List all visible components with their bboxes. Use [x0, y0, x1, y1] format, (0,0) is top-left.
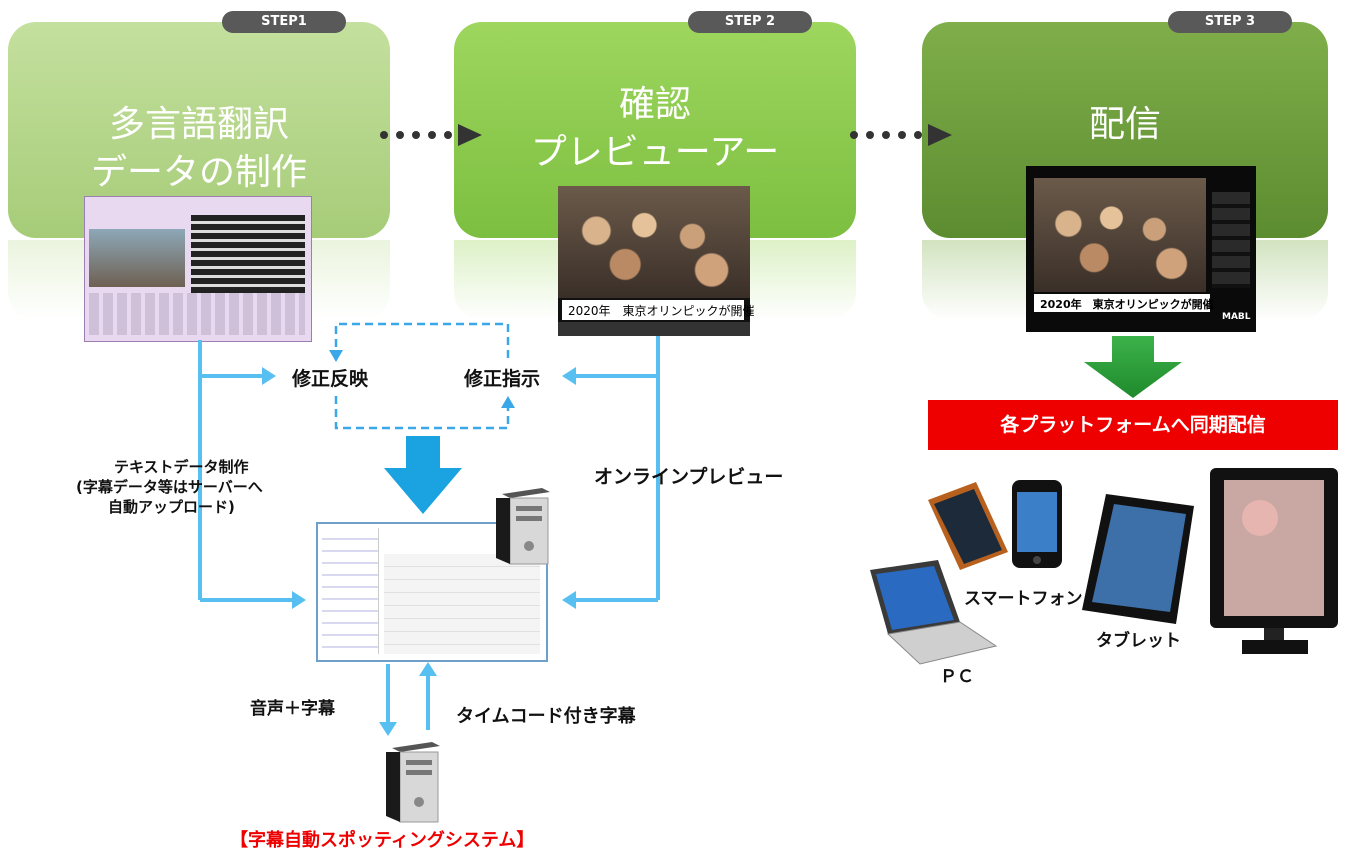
step2-title-line2: プレビューアー	[530, 132, 780, 173]
fix-reflect-label: 修正反映	[292, 368, 369, 390]
orange-phone-icon	[928, 482, 1008, 570]
video-thumb	[89, 229, 185, 287]
dotted-arrow-2-icon	[850, 124, 952, 146]
step2-title-line1: 確認	[618, 84, 691, 125]
online-preview-label: オンラインプレビュー	[594, 466, 784, 488]
sync-delivery-bar: 各プラットフォームへ同期配信	[928, 400, 1338, 450]
step2-box: 確認 プレビューアー	[454, 22, 856, 238]
subtitle-list	[191, 215, 305, 299]
text-data-line1: テキストデータ制作	[114, 458, 249, 476]
control-area	[89, 293, 305, 335]
fix-instruct-label: 修正指示	[464, 368, 541, 390]
monitor-icon	[1210, 468, 1338, 654]
green-down-arrow-icon	[1084, 336, 1182, 398]
pc-label: ＰＣ	[940, 667, 974, 687]
smartphone-label: スマートフォン	[964, 589, 1083, 609]
tablet-icon	[1082, 494, 1194, 624]
dotted-arrow-1-icon	[380, 124, 482, 146]
auto-spotting-label: 【字幕自動スポッティングシステム】	[230, 830, 535, 851]
translation-software-screenshot	[84, 196, 312, 342]
delivery-caption: 2020年 東京オリンピックが開催	[1034, 294, 1214, 312]
step2-badge: STEP 2	[688, 11, 812, 33]
iphone-icon	[1012, 480, 1062, 568]
step1-title-line2: データの制作	[90, 152, 307, 193]
timecode-subs-label: タイムコード付き字幕	[456, 706, 636, 727]
web-table	[384, 554, 540, 654]
tablet-label: タブレット	[1096, 631, 1181, 651]
web-management-screen	[316, 522, 548, 662]
server-top-icon	[496, 488, 550, 565]
step1-badge: STEP1	[222, 11, 346, 33]
step1-title-line1: 多言語翻訳	[108, 104, 289, 145]
laptop-icon	[870, 560, 998, 665]
player-controls	[558, 322, 750, 336]
language-menu	[1212, 192, 1250, 288]
server-bottom-icon	[386, 742, 440, 823]
crowd-image	[558, 186, 750, 298]
step3-badge: STEP 3	[1168, 11, 1292, 33]
text-data-line3: 自動アップロード)	[108, 498, 235, 516]
audio-subs-label: 音声＋字幕	[250, 699, 335, 719]
preview-caption: 2020年 東京オリンピックが開催	[562, 300, 755, 320]
web-sidebar	[322, 528, 379, 654]
step3-title-line1: 配信	[1088, 104, 1161, 145]
delivery-brand: MABL	[1222, 312, 1251, 322]
preview-video: 2020年 東京オリンピックが開催	[558, 186, 755, 336]
delivery-player: 2020年 東京オリンピックが開催 MABL	[1026, 166, 1256, 332]
text-data-line2: (字幕データ等はサーバーへ	[76, 478, 263, 496]
delivery-crowd-image	[1034, 178, 1206, 292]
